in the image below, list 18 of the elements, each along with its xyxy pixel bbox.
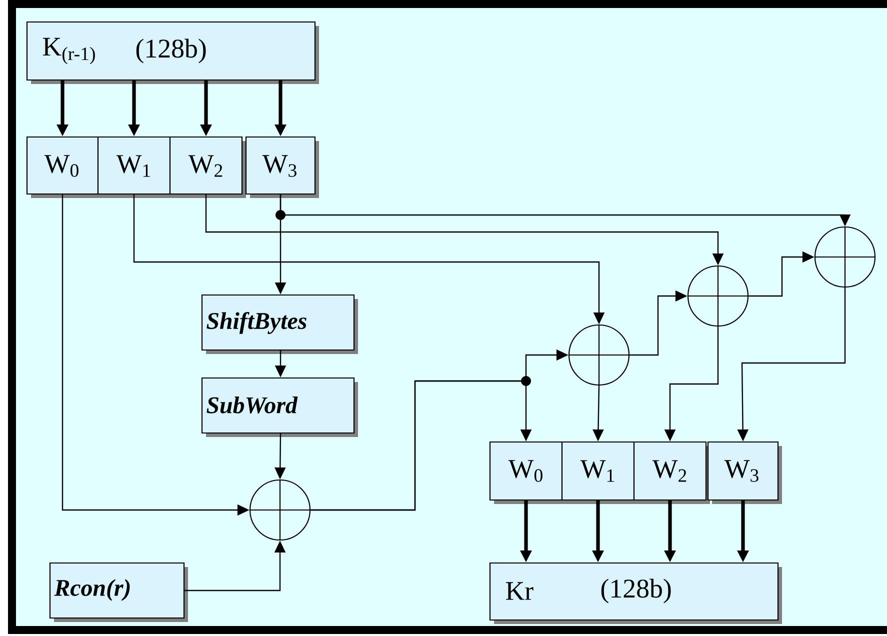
process-box: ShiftBytes	[201, 294, 358, 354]
xor-symbol	[249, 479, 311, 541]
register-box: W$_{3}$	[707, 441, 782, 504]
register-box: Kr (128b)	[489, 562, 782, 624]
register-box: W$_{3}$	[245, 136, 319, 198]
register-box: W$_{0}$	[489, 441, 566, 504]
xor-symbol	[568, 324, 630, 386]
xor-symbol	[814, 226, 876, 288]
register-box: W$_{2}$	[169, 136, 246, 198]
register-box: W$_{1}$	[97, 136, 174, 198]
register-box: W$_{1}$	[561, 441, 638, 504]
register-box: K$_{(r-1)}$ (128b)	[26, 21, 319, 84]
register-box: W$_{2}$	[633, 441, 710, 504]
xor-symbol	[687, 265, 749, 327]
process-box: SubWord	[201, 377, 358, 437]
register-box: W$_{0}$	[26, 136, 102, 198]
process-box: Rcon(r)	[49, 562, 188, 622]
arrow	[310, 380, 532, 511]
